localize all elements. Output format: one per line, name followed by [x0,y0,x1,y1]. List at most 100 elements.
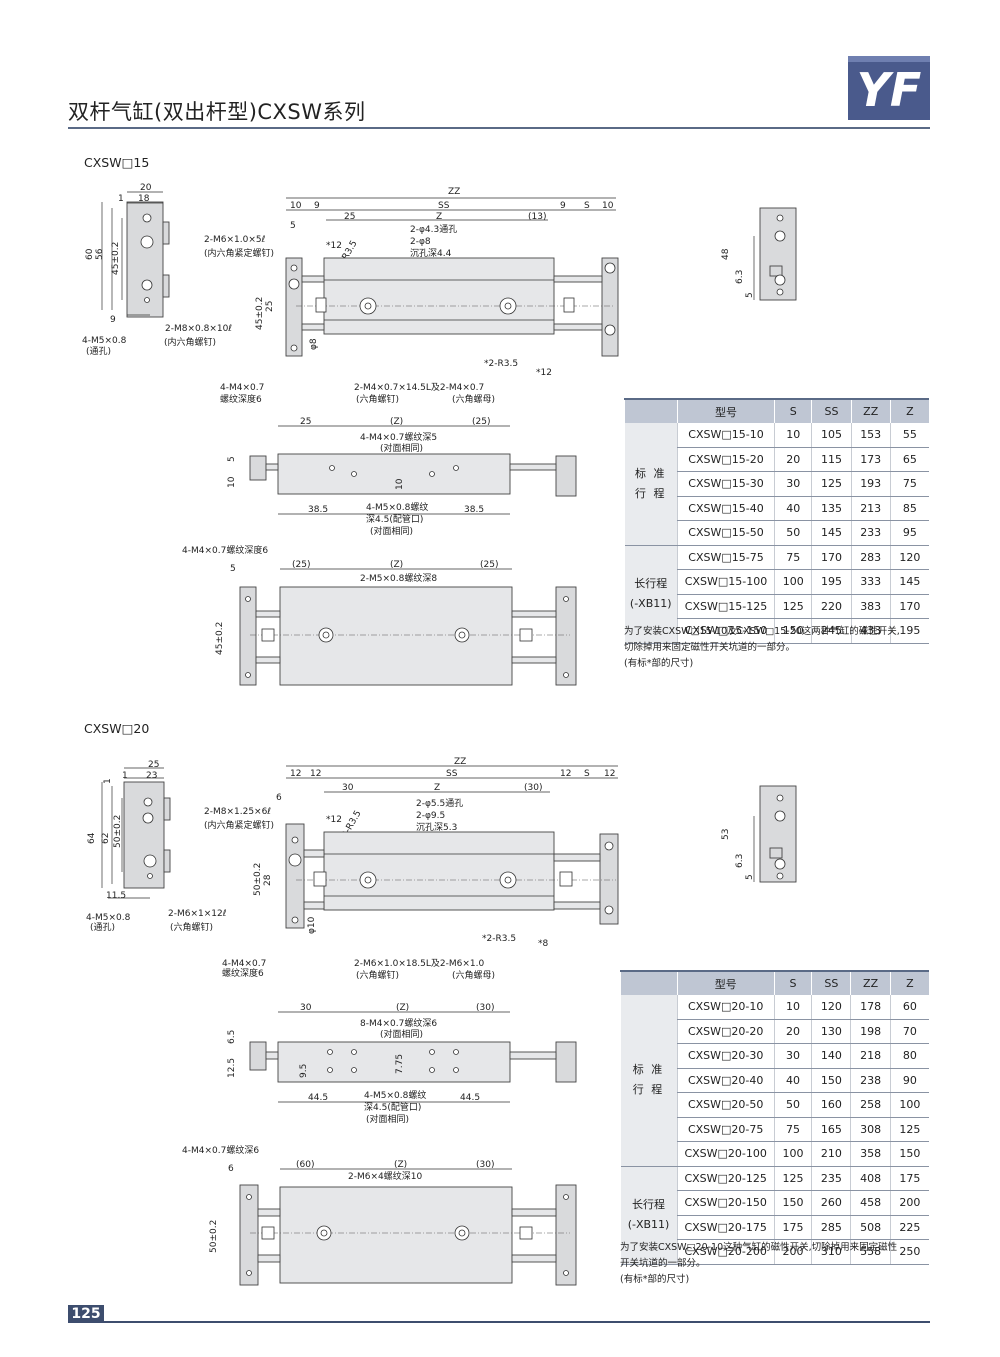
dimension-label: 9 [314,201,320,211]
dimension-label: *2-R3.5 [484,359,518,369]
dimension-label: (六角螺钉) [356,969,399,981]
note-line: 开关坑道的一部分。 [620,1258,706,1269]
page-title: 双杆气缸(双出杆型)CXSW系列 [68,100,366,124]
dimension-label: 2-M8×0.8×10ℓ [165,324,232,334]
dimension-label: (对面相同) [380,1028,423,1040]
table-cell: 195 [811,569,852,595]
table-cell: 140 [811,1043,851,1069]
table-cell: ZZ [850,970,891,995]
table-header-row: 型号 S SS ZZ Z [620,970,929,995]
dimension-label: 4-M5×0.8 [86,913,131,923]
table-cell: 210 [811,1141,851,1167]
dimension-label: 2-φ8 [410,237,431,247]
table-cell: CXSW□15-150 [676,618,775,644]
dimension-label: 沉孔深5.3 [416,822,457,833]
dimension-label: 6 [276,793,282,803]
dimension-label: 10 [290,201,302,211]
table-cell: 235 [811,1166,851,1191]
table-cell: 100 [774,569,812,595]
dimension-label: *12 [326,815,342,825]
dimension-label: 5 [745,292,755,298]
group-label: 标 准 行 程 [632,1063,665,1097]
table-cell: 258 [850,1092,891,1118]
dimension-label: 1 [103,778,113,784]
end-view-15: 48 6.3 5 [721,207,797,301]
table-cell: CXSW□20-200 [676,1239,775,1265]
table-cell: 70 [889,1019,929,1044]
table-cell: 20 [773,1019,812,1044]
dimension-label: (25) [472,417,490,427]
table-cell: 120 [811,995,851,1020]
table-cell: CXSW□20-100 [676,1141,775,1167]
dimension-label: SS [438,201,450,211]
table-cell: 170 [889,594,929,619]
dimension-label: (六角螺钉) [356,393,399,405]
table-cell: 433 [850,618,891,644]
dimension-label: 10 [227,476,237,488]
dimension-label: 4-M4×0.7螺纹深度6 [182,545,268,556]
table-cell: 60 [889,995,929,1020]
table-cell: 型号 [676,398,775,423]
table-cell: 145 [811,520,852,546]
table-cell: 105 [811,423,852,448]
table-cell: CXSW□15-50 [676,520,775,546]
table-cell: 358 [850,1141,891,1167]
table-cell: CXSW□15-30 [676,471,775,497]
dimension-label: 10 [602,201,614,211]
table-cell: 40 [773,1068,812,1093]
dimension-label: 2-φ4.3通孔 [410,224,457,235]
note-line: (有标*部的尺寸) [624,658,694,669]
dimension-label: 11.5 [106,891,126,901]
table-cell: 175 [889,1166,929,1191]
dimension-label: 62 [101,833,111,844]
table-cell: CXSW□20-175 [676,1215,775,1240]
dimension-label: 44.5 [460,1093,480,1103]
table-cell: 125 [811,471,852,497]
table-cell: CXSW□20-20 [676,1019,775,1044]
table-header-row: 型号 S SS ZZ Z [624,398,929,423]
dimension-label: 6.5 [227,1030,237,1044]
dimension-label: 12.5 [227,1058,237,1078]
table-cell: 310 [811,1239,851,1265]
table-cell: 153 [850,423,891,448]
dimension-label: 螺纹深度6 [222,967,264,979]
dimension-label: 4-M5×0.8螺纹 [364,1089,426,1101]
dimension-label: 4-M4×0.7 [220,383,264,393]
table-cell: 40 [774,496,812,521]
dimension-label: 10 [395,478,405,490]
dimension-label: 5 [290,221,296,231]
table-cell: CXSW□20-75 [676,1117,775,1142]
dimension-label: Z [436,212,442,222]
dimension-label: 50±0.2 [253,863,263,896]
dimension-label: 1 [118,194,124,204]
dimension-label: (13) [528,212,546,222]
dimension-label: Z [434,783,440,793]
dimension-label: 30 [300,1003,312,1013]
dimension-label: 50±0.2 [209,1220,219,1253]
dimension-label: 45±0.2 [255,297,265,330]
table-cell: Z [889,398,929,423]
table-cell: 458 [850,1190,891,1216]
dimension-label: 45±0.2 [215,622,225,655]
table-notes-15: 为了安装CXSW□15-10及CXSW□15-20这两种气缸的磁性开关, 切除掉… [624,624,934,672]
dimension-label: 25 [148,760,159,770]
table-cell: 100 [773,1141,812,1167]
dimension-label: 螺纹深度6 [220,393,262,405]
table-cell: 标 准 行 程 [624,423,678,546]
table-cell: 10 [774,423,812,448]
table-cell: 165 [811,1117,851,1142]
dimension-label: (25) [480,560,498,570]
table-cell: 250 [889,1239,929,1265]
